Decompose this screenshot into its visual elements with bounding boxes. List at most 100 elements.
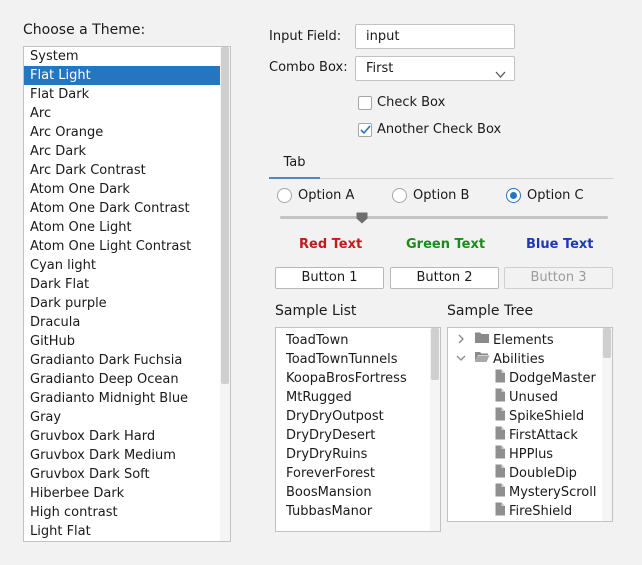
list-item[interactable]: BoosMansion [286,485,372,500]
list-item[interactable]: KoopaBrosFortress [286,371,407,386]
combo-box-label: Combo Box: [269,60,348,75]
theme-item[interactable]: Dracula [30,315,81,330]
sample-tree-scrollbar[interactable] [602,328,612,521]
button-1[interactable]: Button 1 [275,267,384,289]
theme-list-scroll-thumb[interactable] [221,47,229,384]
theme-item[interactable]: GitHub [30,334,76,349]
theme-item[interactable]: Hiberbee Dark [30,486,125,501]
chevron-down-icon[interactable] [456,350,472,369]
chevron-right-icon[interactable] [456,331,472,350]
theme-item[interactable]: Arc [30,106,52,121]
file-icon [494,407,506,427]
input-field[interactable]: input [355,24,515,49]
theme-item[interactable]: System [30,49,79,64]
another-checkbox-row[interactable]: Another Check Box [358,122,501,137]
theme-chooser-label: Choose a Theme: [23,22,146,38]
list-item[interactable]: DryDryOutpost [286,409,384,424]
list-item[interactable]: MtRugged [286,390,352,405]
theme-item[interactable]: Atom One Dark [30,182,130,197]
check-box[interactable] [358,95,372,110]
red-text: Red Text [299,237,363,252]
radio-option-b[interactable]: Option B [392,188,469,203]
radio-button-a[interactable] [277,188,292,203]
tree-node-label: FireShield [509,504,573,519]
tab-main[interactable]: Tab [269,152,320,179]
theme-item[interactable]: Dark Flat [30,277,90,292]
theme-item[interactable]: Flat Dark [30,87,90,102]
theme-item[interactable]: Flat Light [24,66,230,85]
tree-node[interactable]: DodgeMaster [448,369,612,388]
theme-item[interactable]: Gradianto Midnight Blue [30,391,189,406]
tree-node[interactable]: Elements [448,331,612,350]
tree-node[interactable]: MysteryScroll [448,483,612,502]
list-item[interactable]: ToadTown [286,333,349,348]
file-icon [494,445,506,465]
tree-node[interactable]: HPPlus [448,445,612,464]
radio-option-c[interactable]: Option C [506,188,584,203]
theme-item[interactable]: Atom One Light Contrast [30,239,192,254]
input-field-label: Input Field: [269,29,342,44]
sample-tree-scroll-thumb[interactable] [603,328,611,358]
list-item[interactable]: TubbasManor [286,504,373,519]
theme-item[interactable]: Gray [30,410,62,425]
theme-list-scrollbar[interactable] [220,47,230,541]
theme-item[interactable]: Atom One Light [30,220,132,235]
theme-item[interactable]: Gruvbox Dark Medium [30,448,176,463]
folder-open-icon [474,350,490,369]
theme-item[interactable]: Arc Orange [30,125,104,140]
slider-track[interactable] [280,216,608,219]
sample-list-scrollbar[interactable] [430,328,440,531]
file-icon [494,483,506,503]
sample-list-scroll-thumb[interactable] [431,328,439,380]
button-3: Button 3 [504,267,613,289]
another-check-box[interactable] [358,122,372,137]
radio-button-c[interactable] [506,188,521,203]
tree-node[interactable]: Abilities [448,350,612,369]
tree-node[interactable]: DoubleDip [448,464,612,483]
radio-option-a-label: Option A [298,188,355,203]
theme-item[interactable]: Gradianto Dark Fuchsia [30,353,183,368]
theme-item[interactable]: Gruvbox Dark Soft [30,467,150,482]
list-item[interactable]: DryDryRuins [286,447,368,462]
theme-item[interactable]: Light Flat [30,524,91,539]
green-text: Green Text [406,237,486,252]
another-check-box-label: Another Check Box [377,122,502,137]
tree-node[interactable]: SpikeShield [448,407,612,426]
input-field-value: input [366,29,400,44]
folder-icon [474,331,490,350]
tree-node-label: DodgeMaster [509,371,596,386]
theme-item[interactable]: High contrast [30,505,118,520]
theme-item[interactable]: Gradianto Deep Ocean [30,372,179,387]
tree-node[interactable]: Unused [448,388,612,407]
theme-item[interactable]: Cyan light [30,258,96,273]
radio-button-b[interactable] [392,188,407,203]
tree-node-label: MysteryScroll [509,485,597,500]
radio-option-a[interactable]: Option A [277,188,354,203]
tree-node-label: HPPlus [509,447,554,462]
slider-thumb[interactable] [356,212,368,228]
checkmark-icon [360,124,371,134]
button-2[interactable]: Button 2 [390,267,499,289]
tree-node[interactable]: FireShield [448,502,612,521]
combo-box[interactable]: First [355,56,515,81]
theme-item[interactable]: Dark purple [30,296,107,311]
checkbox-row[interactable]: Check Box [358,95,445,110]
file-icon [494,426,506,446]
theme-item[interactable]: Atom One Dark Contrast [30,201,190,216]
theme-item[interactable]: Gruvbox Dark Hard [30,429,156,444]
theme-item[interactable]: Arc Dark [30,144,87,159]
list-item[interactable]: ForeverForest [286,466,375,481]
tree-node[interactable]: FirstAttack [448,426,612,445]
combo-box-value: First [366,61,394,76]
theme-item[interactable]: Arc Dark Contrast [30,163,146,178]
list-item[interactable]: ToadTownTunnels [286,352,398,367]
file-icon [494,464,506,484]
list-item[interactable]: DryDryDesert [286,428,376,443]
tree-node-label: FirstAttack [509,428,578,443]
